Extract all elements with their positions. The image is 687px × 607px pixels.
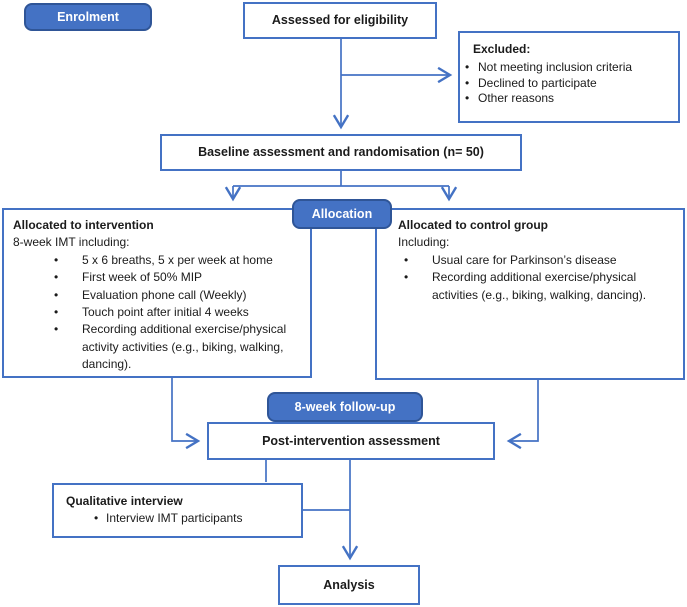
arrow-control-to-post xyxy=(506,380,539,450)
excluded-title: Excluded: xyxy=(473,42,531,56)
intervention-item: Touch point after initial 4 weeks xyxy=(54,304,302,322)
excluded-box: Excluded: Not meeting inclusion criteria… xyxy=(458,31,680,123)
intervention-item: Evaluation phone call (Weekly) xyxy=(54,287,302,305)
control-list: Usual care for Parkinson’s disease Recor… xyxy=(398,252,673,304)
post-intervention-title: Post-intervention assessment xyxy=(262,433,440,448)
intervention-subtitle: 8-week IMT including: xyxy=(13,235,130,250)
enrolment-pill-label: Enrolment xyxy=(57,10,119,24)
allocation-pill-label: Allocation xyxy=(311,207,373,221)
intervention-item: Recording additional exercise/physical a… xyxy=(54,321,302,373)
control-title: Allocated to control group xyxy=(398,218,548,232)
baseline-title: Baseline assessment and randomisation (n… xyxy=(198,145,484,160)
arrow-intervention-to-post xyxy=(171,378,201,450)
assessed-box: Assessed for eligibility xyxy=(243,2,437,39)
qualitative-title: Qualitative interview xyxy=(66,494,183,508)
excluded-item: Not meeting inclusion criteria xyxy=(465,60,670,76)
excluded-item: Declined to participate xyxy=(465,76,670,92)
analysis-title: Analysis xyxy=(323,577,375,592)
control-subtitle: Including: xyxy=(398,235,450,250)
enrolment-pill: Enrolment xyxy=(24,3,152,31)
follow-up-pill: 8-week follow-up xyxy=(267,392,423,422)
control-item: Recording additional exercise/physical a… xyxy=(404,269,673,304)
analysis-box: Analysis xyxy=(278,565,420,605)
allocation-pill: Allocation xyxy=(292,199,392,229)
assessed-title: Assessed for eligibility xyxy=(271,13,409,28)
intervention-title: Allocated to intervention xyxy=(13,218,154,232)
baseline-box: Baseline assessment and randomisation (n… xyxy=(160,134,522,171)
qualitative-list: Interview IMT participants xyxy=(66,510,293,528)
post-intervention-box: Post-intervention assessment xyxy=(207,422,495,460)
follow-up-pill-label: 8-week follow-up xyxy=(294,400,396,414)
control-item: Usual care for Parkinson’s disease xyxy=(404,252,673,270)
intervention-item: First week of 50% MIP xyxy=(54,269,302,287)
intervention-item: 5 x 6 breaths, 5 x per week at home xyxy=(54,252,302,270)
excluded-item: Other reasons xyxy=(465,91,670,107)
intervention-box: Allocated to intervention 8-week IMT inc… xyxy=(2,208,312,378)
intervention-list: 5 x 6 breaths, 5 x per week at home Firs… xyxy=(13,252,302,374)
qualitative-box: Qualitative interview Interview IMT part… xyxy=(52,483,303,538)
control-box: Allocated to control group Including: Us… xyxy=(375,208,685,380)
excluded-list: Not meeting inclusion criteria Declined … xyxy=(465,60,670,107)
qualitative-item: Interview IMT participants xyxy=(94,510,293,528)
